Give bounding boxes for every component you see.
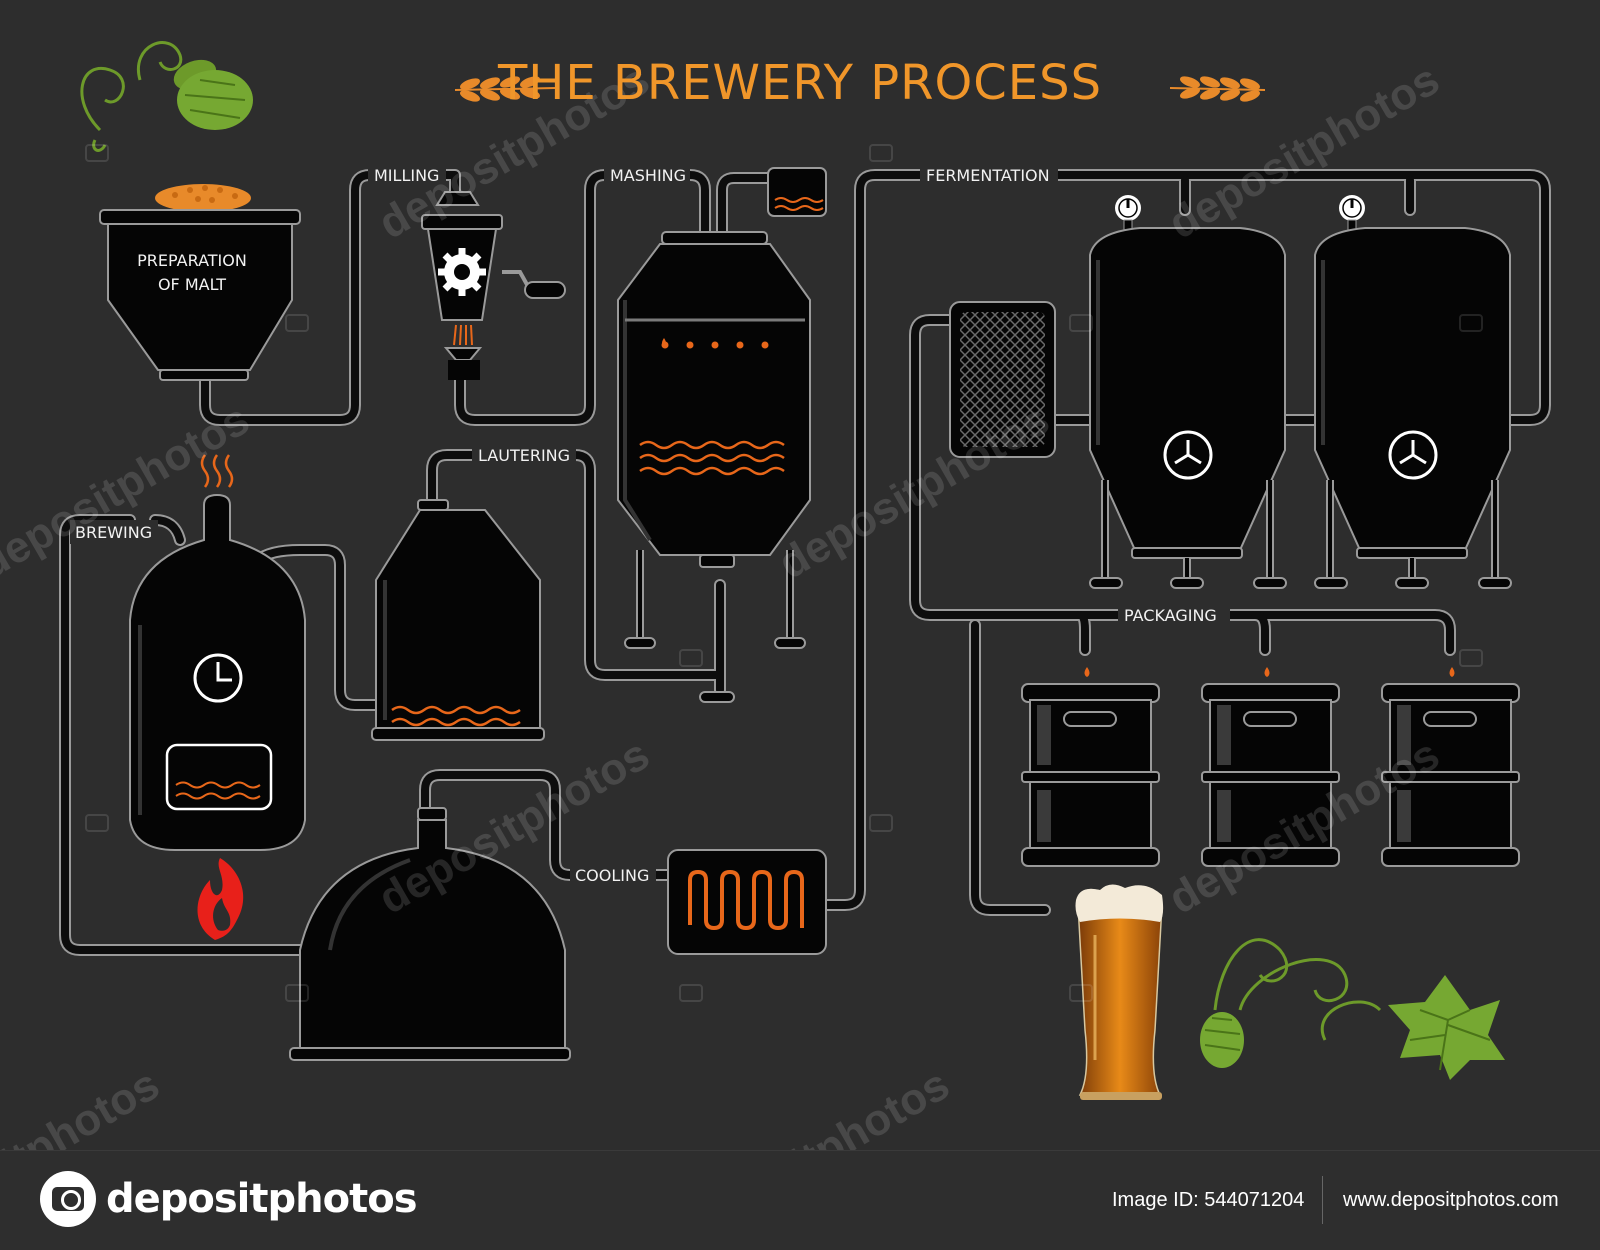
fan-icon bbox=[1388, 430, 1438, 480]
malt-hopper: PREPARATION OF MALT bbox=[99, 184, 301, 381]
preparation-label-line2: OF MALT bbox=[158, 275, 226, 294]
brand-name: depositphotos bbox=[106, 1176, 418, 1222]
pressure-gauge-icon bbox=[1339, 195, 1365, 231]
step-labels: MILLING MASHING FERMENTATION LAUTERING B… bbox=[70, 163, 1230, 887]
footer-bar: depositphotos Image ID: 544071204 www.de… bbox=[0, 1150, 1600, 1250]
label-cooling: COOLING bbox=[575, 866, 649, 885]
fermentation-tank-1 bbox=[1089, 195, 1287, 589]
cooler bbox=[667, 849, 827, 955]
flame-icon bbox=[197, 858, 244, 940]
fan-icon bbox=[1163, 430, 1213, 480]
kegs bbox=[1021, 667, 1520, 867]
mash-tun bbox=[617, 167, 827, 703]
pressure-gauge-icon bbox=[1115, 195, 1141, 231]
label-lautering: LAUTERING bbox=[478, 446, 570, 465]
image-id: Image ID: 544071204 bbox=[1112, 1189, 1305, 1211]
label-mashing: MASHING bbox=[610, 166, 686, 185]
watermark: depositphotos bbox=[0, 1060, 167, 1150]
beer-glass-icon bbox=[1075, 884, 1164, 1100]
divider bbox=[1322, 1176, 1323, 1224]
fermentation-tank-2 bbox=[1314, 195, 1512, 589]
brew-kettle bbox=[129, 454, 306, 851]
keg bbox=[1201, 683, 1340, 867]
camera-icon bbox=[40, 1171, 96, 1227]
label-milling: MILLING bbox=[374, 166, 439, 185]
filter-unit bbox=[949, 301, 1056, 458]
camera-icon bbox=[85, 144, 1483, 1002]
website-link[interactable]: www.depositphotos.com bbox=[1343, 1189, 1559, 1211]
diagram-area: PREPARATION OF MALT bbox=[0, 41, 1551, 1150]
label-fermentation: FERMENTATION bbox=[926, 166, 1050, 185]
hop-leaf-icon bbox=[1200, 938, 1505, 1080]
gear-icon bbox=[438, 248, 486, 296]
brewery-diagram: PREPARATION OF MALT bbox=[0, 41, 1551, 1150]
page-title: THE BREWERY PROCESS bbox=[497, 55, 1103, 111]
preparation-label-line1: PREPARATION bbox=[137, 251, 247, 270]
keg bbox=[1021, 683, 1160, 867]
brand[interactable]: depositphotos bbox=[40, 1171, 418, 1227]
clock-icon bbox=[193, 653, 243, 703]
keg bbox=[1381, 683, 1520, 867]
mill bbox=[421, 191, 566, 380]
lauter-tun bbox=[371, 499, 545, 741]
hop-cone-icon bbox=[80, 41, 253, 152]
whirlpool-tank bbox=[289, 807, 571, 1061]
wheat-icon bbox=[1169, 76, 1266, 102]
label-brewing: BREWING bbox=[75, 523, 152, 542]
wheat-icon bbox=[454, 76, 556, 102]
watermark: depositphotos bbox=[671, 1060, 958, 1150]
label-packaging: PACKAGING bbox=[1124, 606, 1217, 625]
